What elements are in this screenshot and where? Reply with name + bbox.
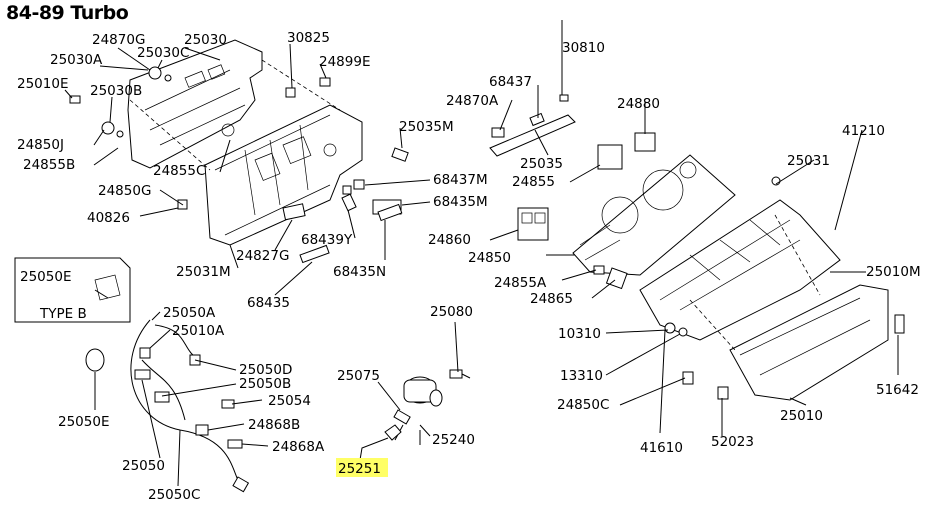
label-10310: 10310 [558, 326, 601, 342]
inset-type-b [14, 257, 131, 323]
label-24827G: 24827G [236, 248, 289, 264]
label-40826: 40826 [87, 210, 130, 226]
label-68439Y: 68439Y [301, 232, 353, 248]
label-24870A: 24870A [446, 93, 499, 109]
label-24850: 24850 [468, 250, 511, 266]
label-13310: 13310 [560, 368, 603, 384]
label-25080: 25080 [430, 304, 473, 320]
label-25050E-inset: 25050E [20, 269, 71, 285]
label-24855C: 24855C [153, 163, 205, 179]
leader-lines [64, 20, 899, 487]
label-24850C: 24850C [557, 397, 609, 413]
label-25010: 25010 [780, 408, 823, 424]
cluster-right [489, 94, 905, 401]
label-25050E: 25050E [58, 414, 109, 430]
label-25054: 25054 [268, 393, 311, 409]
label-type-b: TYPE B [39, 306, 87, 322]
label-68437: 68437 [489, 74, 532, 90]
label-25050: 25050 [122, 458, 165, 474]
label-25075: 25075 [337, 368, 380, 384]
label-25010E: 25010E [17, 76, 68, 92]
label-25010A: 25010A [172, 323, 225, 339]
label-24850J: 24850J [17, 137, 64, 153]
label-24870G: 24870G [92, 32, 145, 48]
label-24868B: 24868B [248, 417, 300, 433]
label-52023: 52023 [711, 434, 754, 450]
label-25251: 25251 [338, 461, 381, 477]
highlight-box-25251 [336, 458, 388, 477]
cluster-housing-left [127, 39, 363, 246]
label-25030C: 25030C [137, 45, 189, 61]
label-25035M: 25035M [399, 119, 454, 135]
label-24850G: 24850G [98, 183, 151, 199]
label-41210: 41210 [842, 123, 885, 139]
label-24865: 24865 [530, 291, 573, 307]
label-25240: 25240 [432, 432, 475, 448]
label-25030A: 25030A [50, 52, 103, 68]
label-24860: 24860 [428, 232, 471, 248]
speedometer-cable [85, 319, 250, 493]
label-25030: 25030 [184, 32, 227, 48]
label-25050A: 25050A [163, 305, 216, 321]
part-labels: 24870G 25030 25030C 25030A 25010E 25030B… [17, 30, 921, 503]
label-24899E: 24899E [319, 54, 370, 70]
label-30810: 30810 [562, 40, 605, 56]
label-68435: 68435 [247, 295, 290, 311]
label-25030B: 25030B [90, 83, 142, 99]
label-24855A: 24855A [494, 275, 547, 291]
label-68435N: 68435N [333, 264, 386, 280]
label-24880: 24880 [617, 96, 660, 112]
label-25031: 25031 [787, 153, 830, 169]
label-25050C: 25050C [148, 487, 200, 503]
speed-sensor-parts [384, 369, 471, 445]
label-25031M: 25031M [176, 264, 231, 280]
label-25035: 25035 [520, 156, 563, 172]
label-24855: 24855 [512, 174, 555, 190]
label-24855B: 24855B [23, 157, 75, 173]
label-30825: 30825 [287, 30, 330, 46]
small-parts-left [69, 66, 409, 264]
label-24868A: 24868A [272, 439, 325, 455]
label-51642: 51642 [876, 382, 919, 398]
label-68437M: 68437M [433, 172, 488, 188]
label-25010M: 25010M [866, 264, 921, 280]
diagram-title: 84-89 Turbo [6, 2, 129, 24]
label-25050D: 25050D [239, 362, 292, 378]
label-68435M: 68435M [433, 194, 488, 210]
label-25050B: 25050B [239, 376, 291, 392]
label-41610: 41610 [640, 440, 683, 456]
